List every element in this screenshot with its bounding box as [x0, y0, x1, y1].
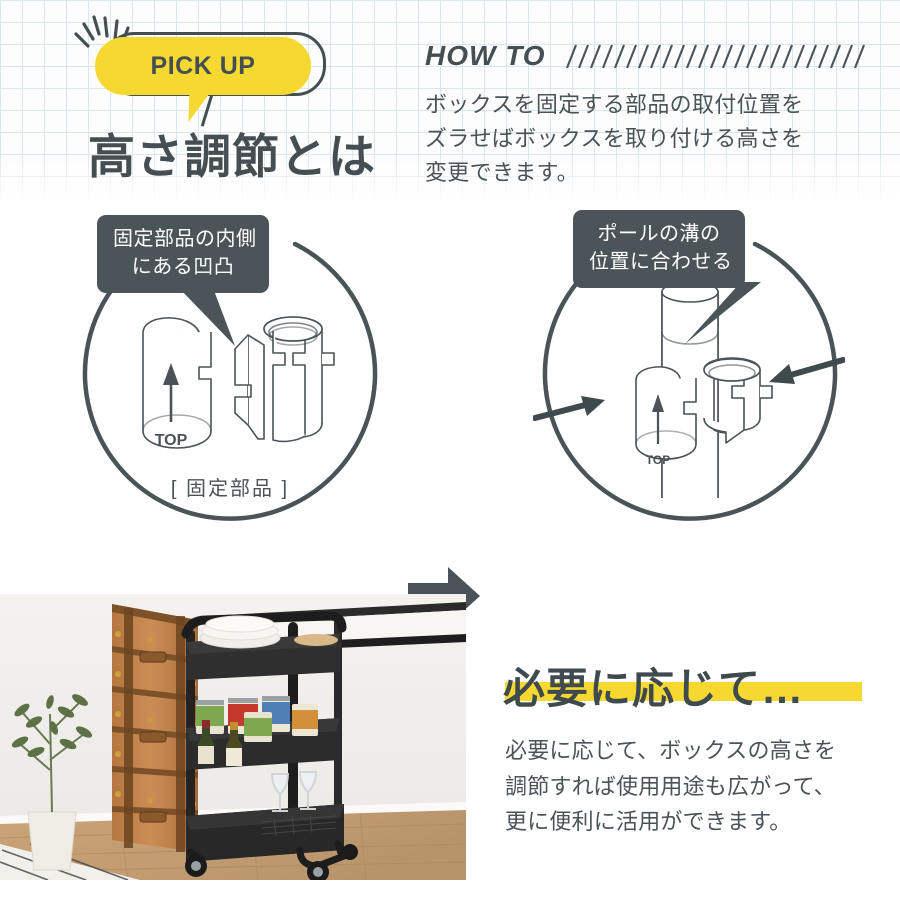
how-to-line-3: 変更できます。: [425, 160, 579, 186]
callout-right-line-2: 位置に合わせる: [589, 251, 733, 273]
callout-left: 固定部品の内側 にある凹凸: [97, 215, 269, 293]
heading-highlight-bar: [505, 682, 862, 701]
diagram-section: TOP 固定部品の内側 にある凹凸 [ 固定部品 ]: [0, 210, 900, 625]
diagram-left: TOP 固定部品の内側 にある凹凸 [ 固定部品 ]: [45, 210, 415, 540]
room-photo: [0, 594, 466, 880]
top-direction-arrow: [163, 363, 179, 422]
callout-left-line-1: 固定部品の内側: [113, 228, 257, 250]
callout-right-line-1: ポールの溝の: [597, 223, 721, 245]
badge-fill: [95, 37, 311, 95]
need-description: 必要に応じて、ボックスの高さを 調節すれば使用用途も広がって、 更に便利に活用が…: [505, 733, 885, 840]
svg-text:TOP: TOP: [646, 453, 670, 467]
how-to-description: ボックスを固定する部品の取付位置を ズラせばボックスを取り付ける高さを 変更でき…: [425, 88, 885, 190]
slash-pattern-icon: [566, 44, 865, 69]
how-to-line-1: ボックスを固定する部品の取付位置を: [425, 92, 804, 117]
arrow-pointing-right-icon: [533, 396, 605, 421]
need-heading-block: 必要に応じて…: [503, 655, 893, 712]
how-to-title: HOW TO: [425, 40, 546, 71]
grid-fade-overlay: [0, 150, 900, 208]
arrow-pointing-left-icon: [769, 357, 845, 384]
badge-label: PICK UP: [150, 51, 256, 80]
callout-right: ポールの溝の 位置に合わせる: [573, 210, 745, 288]
fixing-parts-illustration: TOP: [142, 316, 335, 449]
need-heading: 必要に応じて…: [503, 665, 805, 712]
callout-left-tail: [179, 288, 235, 346]
circle-outline-left: [82, 241, 378, 521]
need-line-1: 必要に応じて、ボックスの高さを: [505, 738, 837, 763]
rolling-cart: [181, 611, 358, 880]
top-direction-arrow-right: [652, 394, 664, 444]
diagram-right: TOP ポールの溝の 位置に合わせる: [505, 210, 875, 540]
how-to-header: HOW TO: [425, 40, 875, 74]
need-line-3: 更に便利に活用ができます。: [505, 809, 792, 835]
svg-text:TOP: TOP: [155, 432, 188, 449]
callout-left-line-2: にある凹凸: [131, 256, 235, 278]
circle-outline-right: [542, 241, 838, 521]
room-photo-illustration: [0, 594, 466, 880]
pick-up-badge: PICK UP: [74, 15, 330, 132]
page-title: 高さ調節とは: [88, 130, 376, 183]
left-caption: [ 固定部品 ]: [170, 478, 290, 500]
callout-right-tail: [685, 282, 761, 344]
how-to-line-2: ズラせばボックスを取り付ける高さを: [425, 126, 804, 152]
need-line-2: 調節すれば使用用途も広がって、: [505, 773, 836, 799]
